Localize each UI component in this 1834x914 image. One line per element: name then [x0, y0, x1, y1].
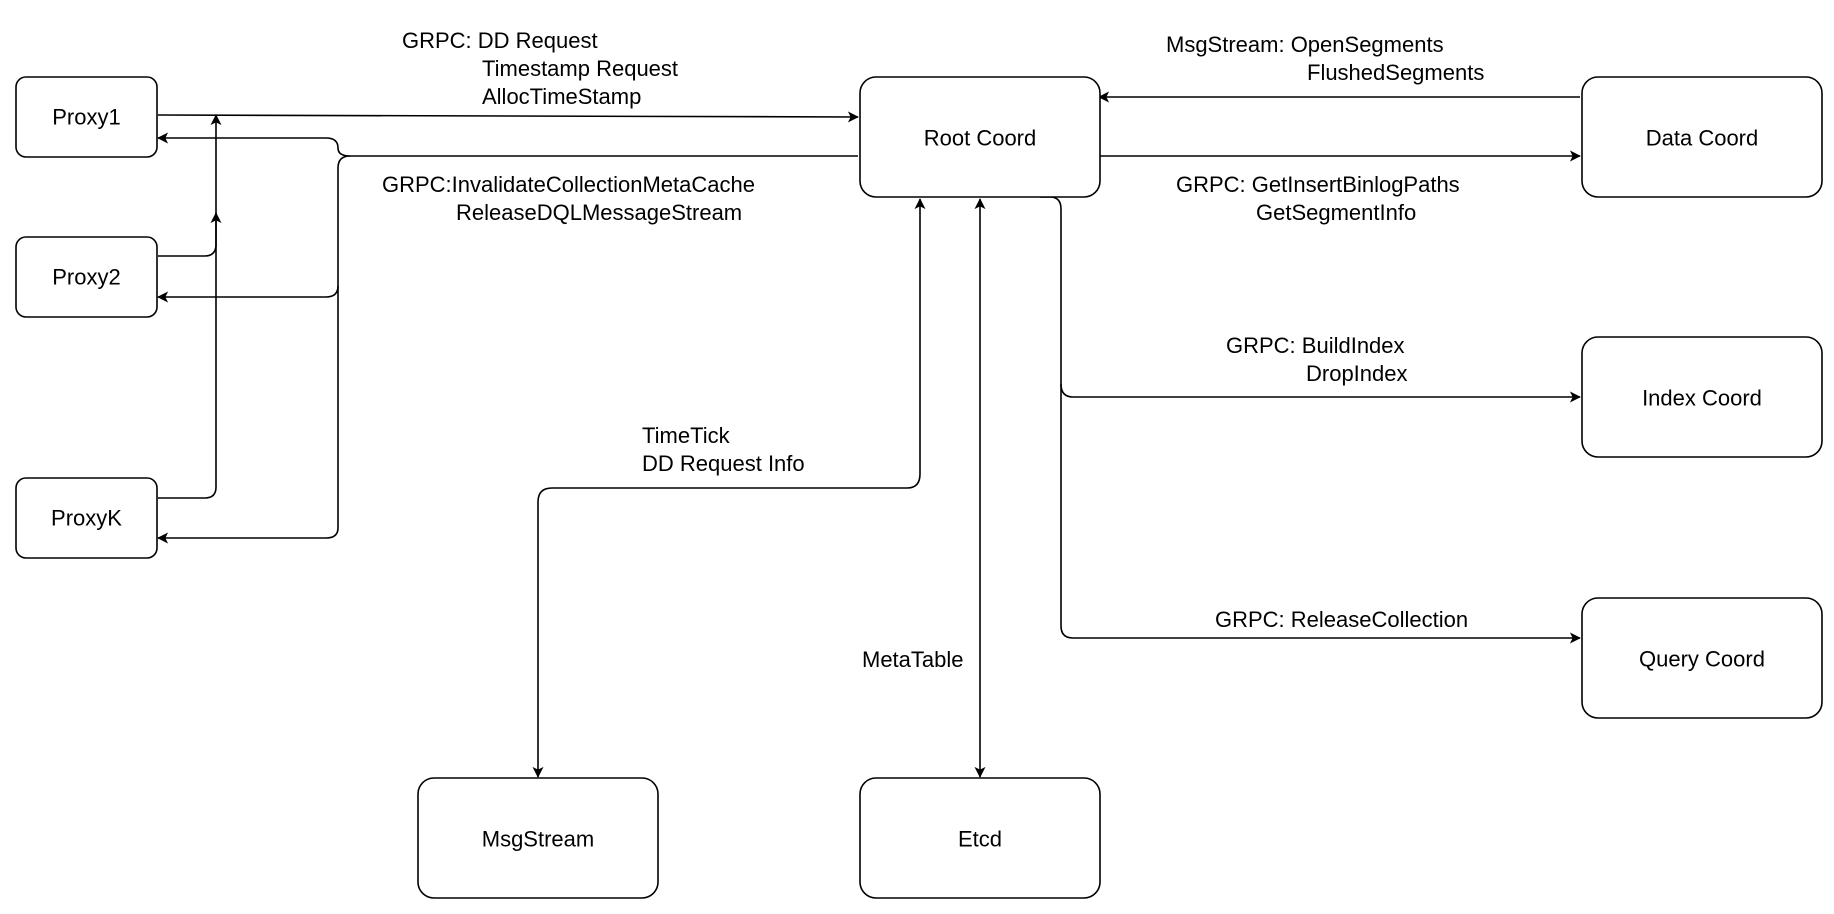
node-data-coord-label: Data Coord: [1646, 126, 1759, 151]
label-proxy-root-line1: GRPC: DD Request: [402, 28, 598, 53]
node-query-coord[interactable]: Query Coord: [1581, 597, 1823, 719]
edge-proxyk-to-bus: [158, 212, 222, 499]
edge-proxy2-to-bus: [158, 114, 222, 257]
label-root-query: GRPC: ReleaseCollection: [1215, 607, 1468, 632]
node-proxy1-label: Proxy1: [52, 105, 120, 130]
edge-root-msgstream: [532, 198, 926, 778]
node-query-coord-label: Query Coord: [1639, 647, 1765, 672]
edge-root-to-proxy1: [157, 132, 858, 157]
node-msgstream-label: MsgStream: [482, 827, 594, 852]
edge-root-to-query: [1060, 384, 1581, 644]
label-root-index-line2: DropIndex: [1306, 361, 1408, 386]
node-index-coord-label: Index Coord: [1642, 386, 1762, 411]
node-proxy1[interactable]: Proxy1: [15, 76, 158, 158]
node-proxy2[interactable]: Proxy2: [15, 236, 158, 318]
label-data-root-line1: MsgStream: OpenSegments: [1166, 32, 1444, 57]
label-msgstream-line1: TimeTick: [642, 423, 731, 448]
node-proxy2-label: Proxy2: [52, 265, 120, 290]
node-root-coord-label: Root Coord: [924, 126, 1037, 151]
label-root-proxy-line2: ReleaseDQLMessageStream: [456, 200, 742, 225]
node-msgstream[interactable]: MsgStream: [417, 777, 659, 899]
node-etcd-label: Etcd: [958, 827, 1002, 852]
label-msgstream-line2: DD Request Info: [642, 451, 805, 476]
edge-proxy1-to-root: [157, 111, 859, 123]
node-index-coord[interactable]: Index Coord: [1581, 336, 1823, 458]
label-proxy-root-line3: AllocTimeStamp: [482, 84, 641, 109]
label-root-proxy-line1: GRPC:InvalidateCollectionMetaCache: [382, 172, 755, 197]
label-proxy-root-line2: Timestamp Request: [482, 56, 678, 81]
label-metatable: MetaTable: [862, 647, 964, 672]
node-proxyk[interactable]: ProxyK: [15, 477, 158, 559]
node-root-coord[interactable]: Root Coord: [859, 76, 1101, 198]
edge-root-to-proxyk: [157, 286, 339, 544]
label-root-data-line2: GetSegmentInfo: [1256, 200, 1416, 225]
label-root-index-line1: GRPC: BuildIndex: [1226, 333, 1405, 358]
label-root-data-line1: GRPC: GetInsertBinlogPaths: [1176, 172, 1460, 197]
node-etcd[interactable]: Etcd: [859, 777, 1101, 899]
node-data-coord[interactable]: Data Coord: [1581, 76, 1823, 198]
node-proxyk-label: ProxyK: [51, 506, 122, 531]
label-data-root-line2: FlushedSegments: [1307, 60, 1484, 85]
edge-root-to-proxy2: [157, 155, 351, 303]
